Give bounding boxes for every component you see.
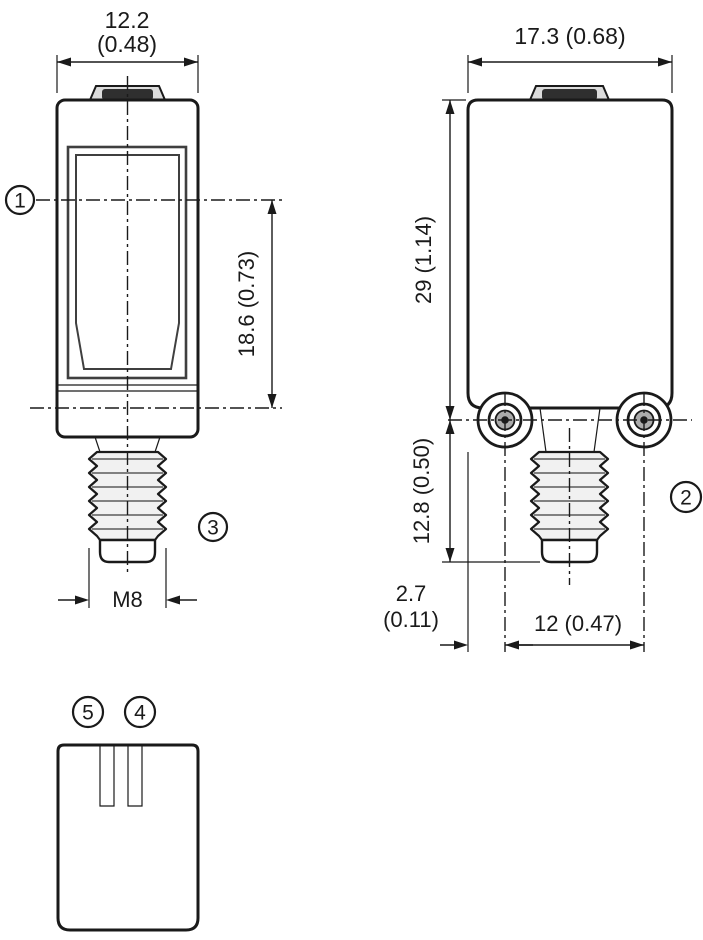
bottom-view-body (56, 743, 200, 932)
front-connector-neck (94, 436, 161, 453)
arrowhead (454, 640, 468, 650)
arrowhead (445, 548, 455, 562)
callout-1-badge: 1 (4, 184, 36, 216)
front-width-in-label: (0.48) (97, 31, 157, 57)
arrowhead (267, 200, 277, 214)
edge-to-hole-mm-label: 2.7 (396, 581, 427, 606)
front-lens-axis-dimension: 18.6 (0.73) (234, 200, 277, 408)
front-width-mm-label: 12.2 (105, 7, 150, 33)
arrowhead (166, 595, 180, 605)
front-lens-axis-label: 18.6 (0.73) (234, 251, 259, 357)
arrowhead (445, 420, 455, 434)
edge-to-hole-in-label: (0.11) (383, 607, 439, 632)
arrowhead (468, 57, 482, 67)
arrowhead (184, 57, 198, 67)
side-bottom-dimensions: 2.7 (0.11) 12 (0.47) (383, 452, 644, 652)
side-width-dimension: 17.3 (0.68) (467, 23, 673, 93)
svg-text:5: 5 (82, 702, 94, 725)
side-height-label: 29 (1.14) (411, 216, 436, 304)
side-centerlines (448, 392, 692, 652)
svg-text:3: 3 (207, 517, 219, 540)
side-connector-length-label: 12.8 (0.50) (409, 438, 434, 544)
callout-2-badge: 2 (669, 480, 703, 514)
arrowhead (75, 595, 89, 605)
side-view: 17.3 (0.68) (383, 23, 703, 652)
svg-text:1: 1 (14, 190, 26, 213)
arrowhead (445, 406, 455, 420)
side-connector-neck (539, 407, 601, 453)
bottom-view: 5 4 (56, 695, 200, 932)
side-connector-length-dimension: 12.8 (0.50) (409, 420, 540, 563)
side-width-label: 17.3 (0.68) (514, 23, 625, 49)
arrowhead (630, 640, 644, 650)
svg-text:4: 4 (134, 702, 146, 725)
front-thread-dimension: M8 (58, 548, 197, 612)
slot-left (99, 745, 115, 807)
arrowhead (445, 100, 455, 114)
callout-5-badge: 5 (71, 695, 105, 729)
callout-4-badge: 4 (123, 695, 157, 729)
arrowhead (267, 394, 277, 408)
side-height-dimension: 29 (1.14) (411, 99, 466, 420)
thread-size-label: M8 (112, 587, 143, 612)
svg-text:2: 2 (680, 487, 692, 510)
arrowhead (658, 57, 672, 67)
bottom-view-slots (99, 745, 143, 807)
slot-right (127, 745, 143, 807)
side-body (466, 98, 674, 410)
front-centerlines (30, 76, 282, 575)
hole-spacing-label: 12 (0.47) (534, 611, 622, 636)
front-view: 12.2 (0.48) (4, 7, 282, 612)
side-connector-tip (540, 538, 599, 564)
arrowhead (57, 57, 71, 67)
callout-3-badge: 3 (197, 511, 229, 543)
side-top-cap (528, 85, 611, 101)
front-width-dimension: 12.2 (0.48) (56, 7, 199, 93)
